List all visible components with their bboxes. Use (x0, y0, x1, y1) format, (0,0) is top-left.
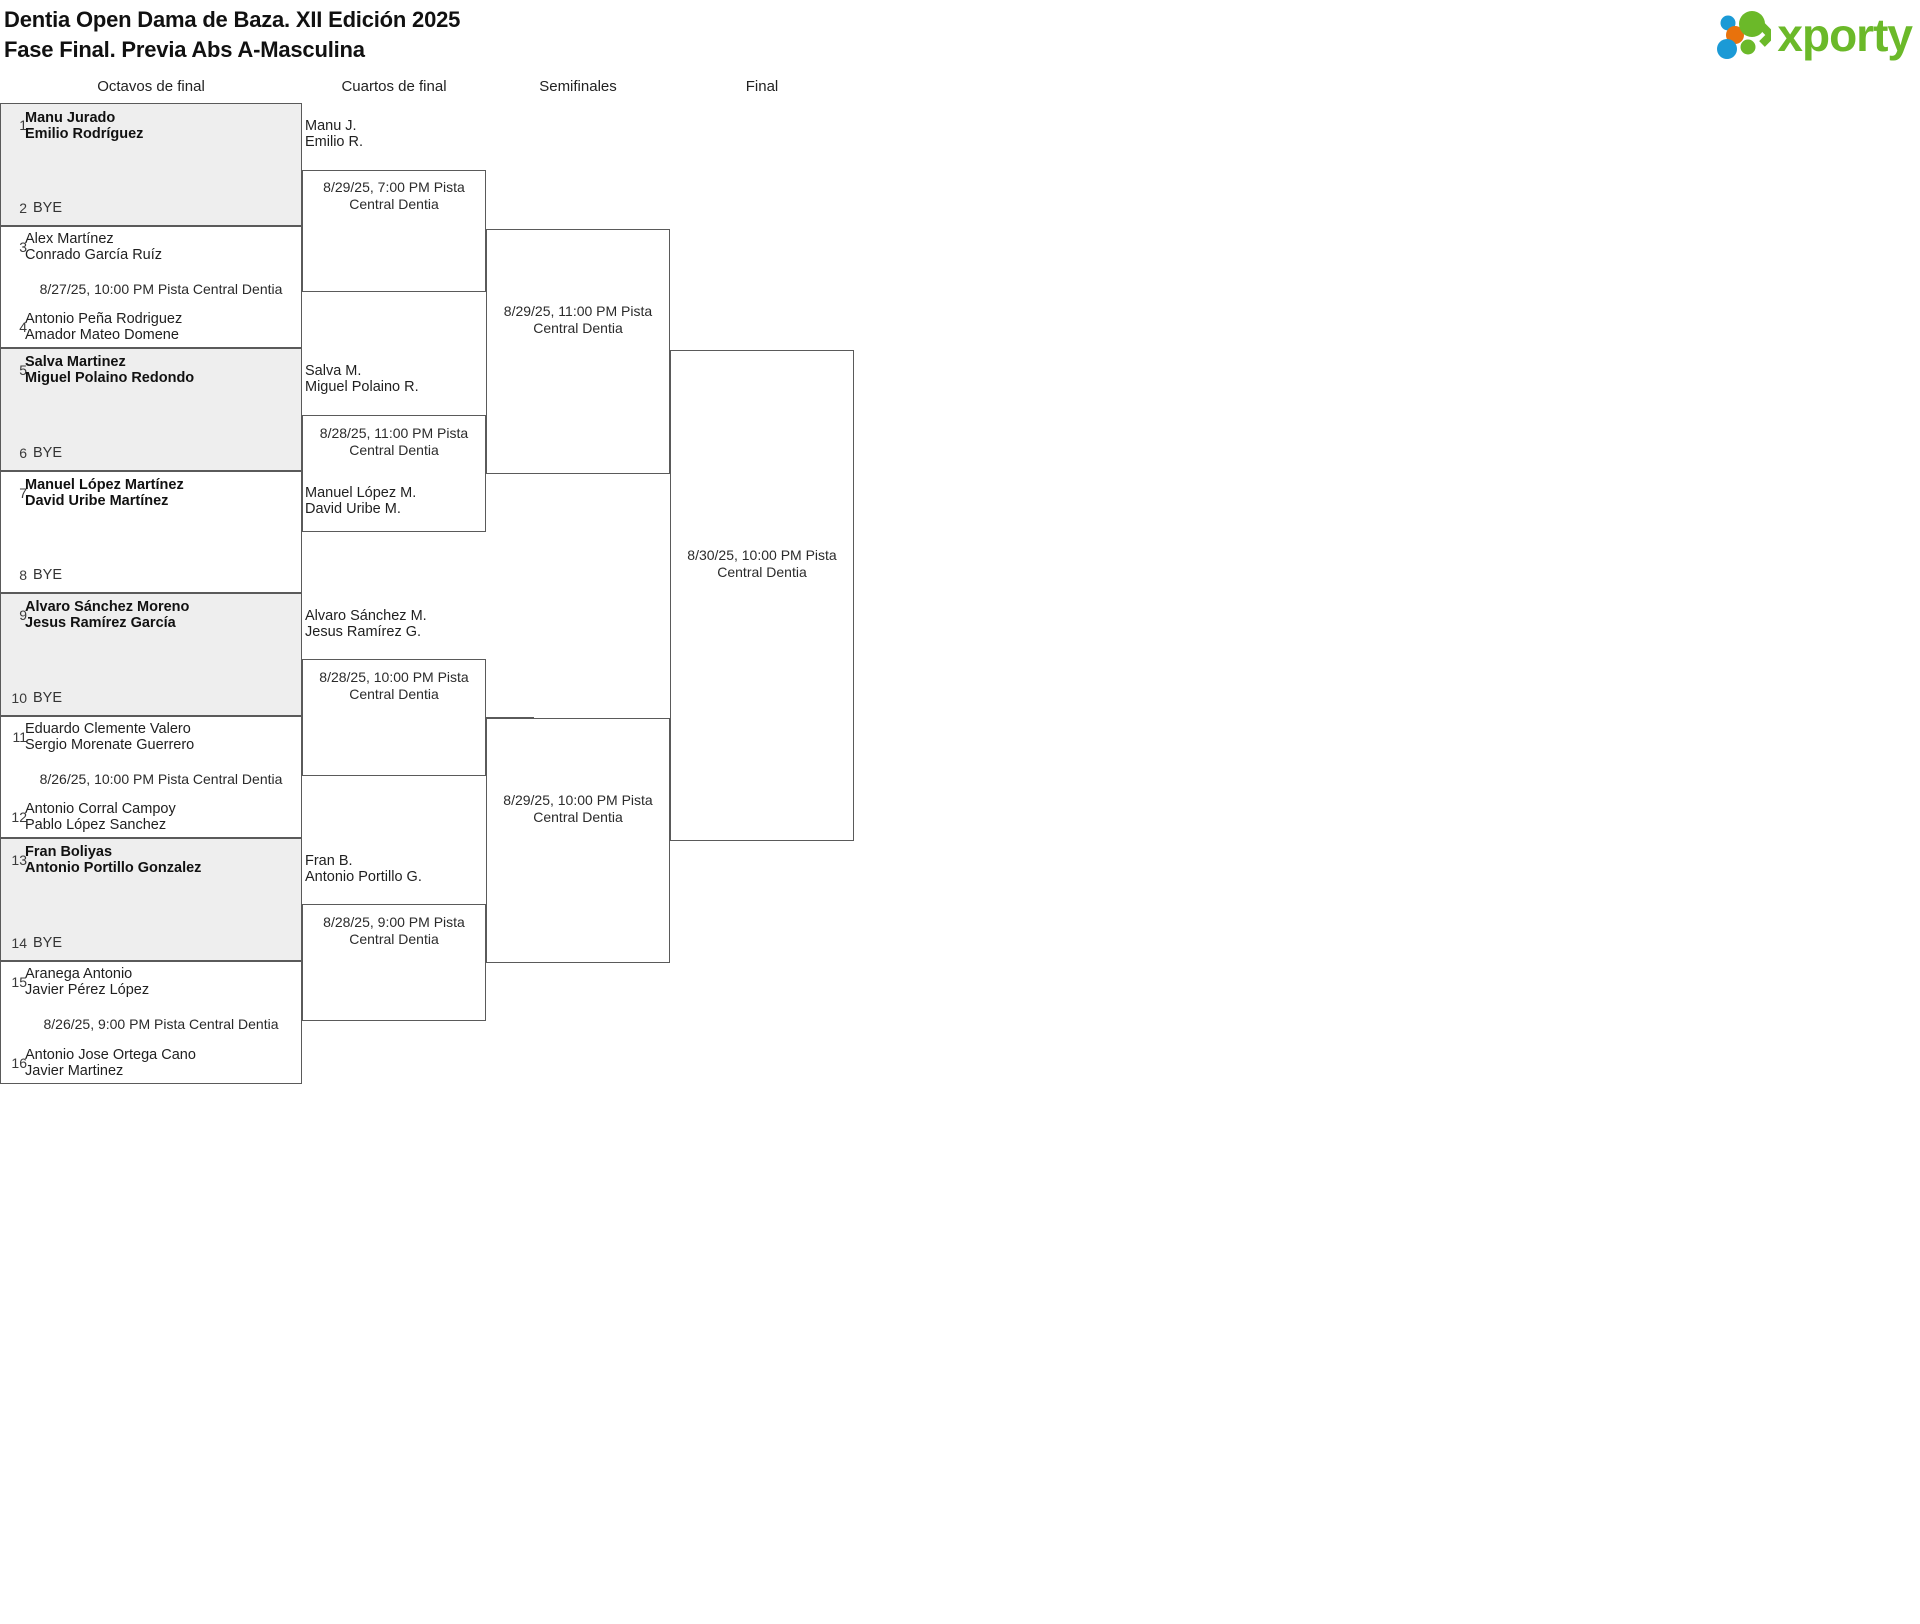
match-schedule: 8/28/25, 9:00 PM Pista Central Dentia (323, 914, 465, 947)
seed-number: 5 (19, 362, 27, 378)
match-schedule: 8/29/25, 11:00 PM Pista Central Dentia (503, 303, 653, 336)
match-schedule: 8/29/25, 10:00 PM Pista Central Dentia (503, 792, 653, 825)
team-bottom: Antonio Corral Campoy Pablo López Sanche… (25, 802, 176, 833)
seed-number: 4 (19, 319, 27, 335)
connector-cuartos-3 (486, 717, 534, 718)
match-schedule: 8/27/25, 10:00 PM Pista Central Dentia (39, 281, 283, 297)
round-header-cuartos: Cuartos de final (341, 78, 447, 95)
page-title: Dentia Open Dama de Baza. XII Edición 20… (4, 5, 460, 65)
team-top: Manu Jurado Emilio Rodríguez (25, 111, 144, 142)
page-title-line-2: Fase Final. Previa Abs A-Masculina (4, 37, 365, 62)
team-top: Alex Martínez Conrado García Ruíz (25, 232, 163, 263)
seed-number: 10 (11, 690, 27, 706)
seed-number: 16 (11, 1055, 27, 1071)
seed-number: 3 (19, 239, 27, 255)
team-bottom-bye: BYE (33, 690, 63, 706)
team-bottom: Antonio Jose Ortega Cano Javier Martinez (25, 1048, 196, 1079)
page-title-line-1: Dentia Open Dama de Baza. XII Edición 20… (4, 7, 461, 32)
round-header-semifinales: Semifinales (539, 78, 617, 95)
xporty-wordmark: xporty (1777, 9, 1913, 61)
match-final[interactable]: 8/30/25, 10:00 PM Pista Central Dentia (670, 350, 854, 841)
seed-number: 9 (19, 607, 27, 623)
advancer-cuartos-1: Manu J. Emilio R. (305, 118, 364, 150)
seed-number: 13 (11, 852, 27, 868)
seed-number: 12 (11, 809, 27, 825)
team-bottom-bye: BYE (33, 567, 63, 583)
seed-number: 2 (19, 200, 27, 216)
match-octavos-6[interactable]: 11 Eduardo Clemente Valero Sergio Morena… (0, 716, 302, 838)
seed-number: 14 (11, 935, 27, 951)
seed-number: 11 (12, 729, 27, 745)
seed-number: 6 (19, 445, 27, 461)
match-semifinal-1[interactable]: 8/29/25, 11:00 PM Pista Central Dentia (486, 229, 670, 474)
team-top: Fran Boliyas Antonio Portillo Gonzalez (25, 845, 202, 876)
team-top: Aranega Antonio Javier Pérez López (25, 967, 150, 998)
advancer-cuartos-4: Fran B. Antonio Portillo G. (305, 853, 422, 885)
match-cuartos-2[interactable]: 8/28/25, 11:00 PM Pista Central Dentia (302, 415, 486, 532)
team-top: Manuel López Martínez David Uribe Martín… (25, 478, 184, 509)
match-octavos-1[interactable]: 1 Manu Jurado Emilio Rodríguez 2 BYE (0, 103, 302, 226)
round-header-final: Final (745, 78, 779, 95)
seed-number: 1 (19, 117, 27, 133)
xporty-dots-icon (1717, 11, 1772, 59)
match-schedule: 8/29/25, 7:00 PM Pista Central Dentia (323, 179, 465, 212)
team-bottom: Antonio Peña Rodriguez Amador Mateo Dome… (25, 312, 183, 343)
match-octavos-3[interactable]: 5 Salva Martinez Miguel Polaino Redondo … (0, 348, 302, 471)
team-bottom-bye: BYE (33, 200, 63, 216)
seed-number: 15 (11, 974, 27, 990)
team-top: Alvaro Sánchez Moreno Jesus Ramírez Garc… (25, 600, 190, 631)
seed-number: 8 (19, 567, 27, 583)
match-schedule: 8/28/25, 10:00 PM Pista Central Dentia (319, 669, 469, 702)
xporty-logo[interactable]: xporty (1715, 6, 1913, 64)
team-top: Eduardo Clemente Valero Sergio Morenate … (25, 722, 195, 753)
advancer-cuartos-2-top: Salva M. Miguel Polaino R. (305, 363, 419, 395)
round-header-octavos: Octavos de final (97, 78, 205, 95)
match-schedule: 8/30/25, 10:00 PM Pista Central Dentia (687, 547, 837, 580)
team-bottom-bye: BYE (33, 935, 63, 951)
team-top: Salva Martinez Miguel Polaino Redondo (25, 355, 195, 386)
match-cuartos-3[interactable]: 8/28/25, 10:00 PM Pista Central Dentia (302, 659, 486, 776)
match-schedule: 8/26/25, 10:00 PM Pista Central Dentia (39, 771, 283, 787)
match-octavos-2[interactable]: 3 Alex Martínez Conrado García Ruíz 8/27… (0, 226, 302, 348)
seed-number: 7 (19, 485, 27, 501)
team-bottom-bye: BYE (33, 445, 63, 461)
match-octavos-4[interactable]: 7 Manuel López Martínez David Uribe Mart… (0, 471, 302, 593)
match-cuartos-1[interactable]: 8/29/25, 7:00 PM Pista Central Dentia (302, 170, 486, 292)
match-octavos-8[interactable]: 15 Aranega Antonio Javier Pérez López 8/… (0, 961, 302, 1084)
advancer-cuartos-3: Alvaro Sánchez M. Jesus Ramírez G. (305, 608, 427, 640)
match-cuartos-4[interactable]: 8/28/25, 9:00 PM Pista Central Dentia (302, 904, 486, 1021)
match-octavos-7[interactable]: 13 Fran Boliyas Antonio Portillo Gonzale… (0, 838, 302, 961)
match-schedule: 8/26/25, 9:00 PM Pista Central Dentia (43, 1016, 279, 1032)
match-schedule: 8/28/25, 11:00 PM Pista Central Dentia (319, 425, 469, 458)
advancer-cuartos-2-bottom: Manuel López M. David Uribe M. (305, 485, 417, 517)
match-octavos-5[interactable]: 9 Alvaro Sánchez Moreno Jesus Ramírez Ga… (0, 593, 302, 716)
match-semifinal-2[interactable]: 8/29/25, 10:00 PM Pista Central Dentia (486, 718, 670, 963)
